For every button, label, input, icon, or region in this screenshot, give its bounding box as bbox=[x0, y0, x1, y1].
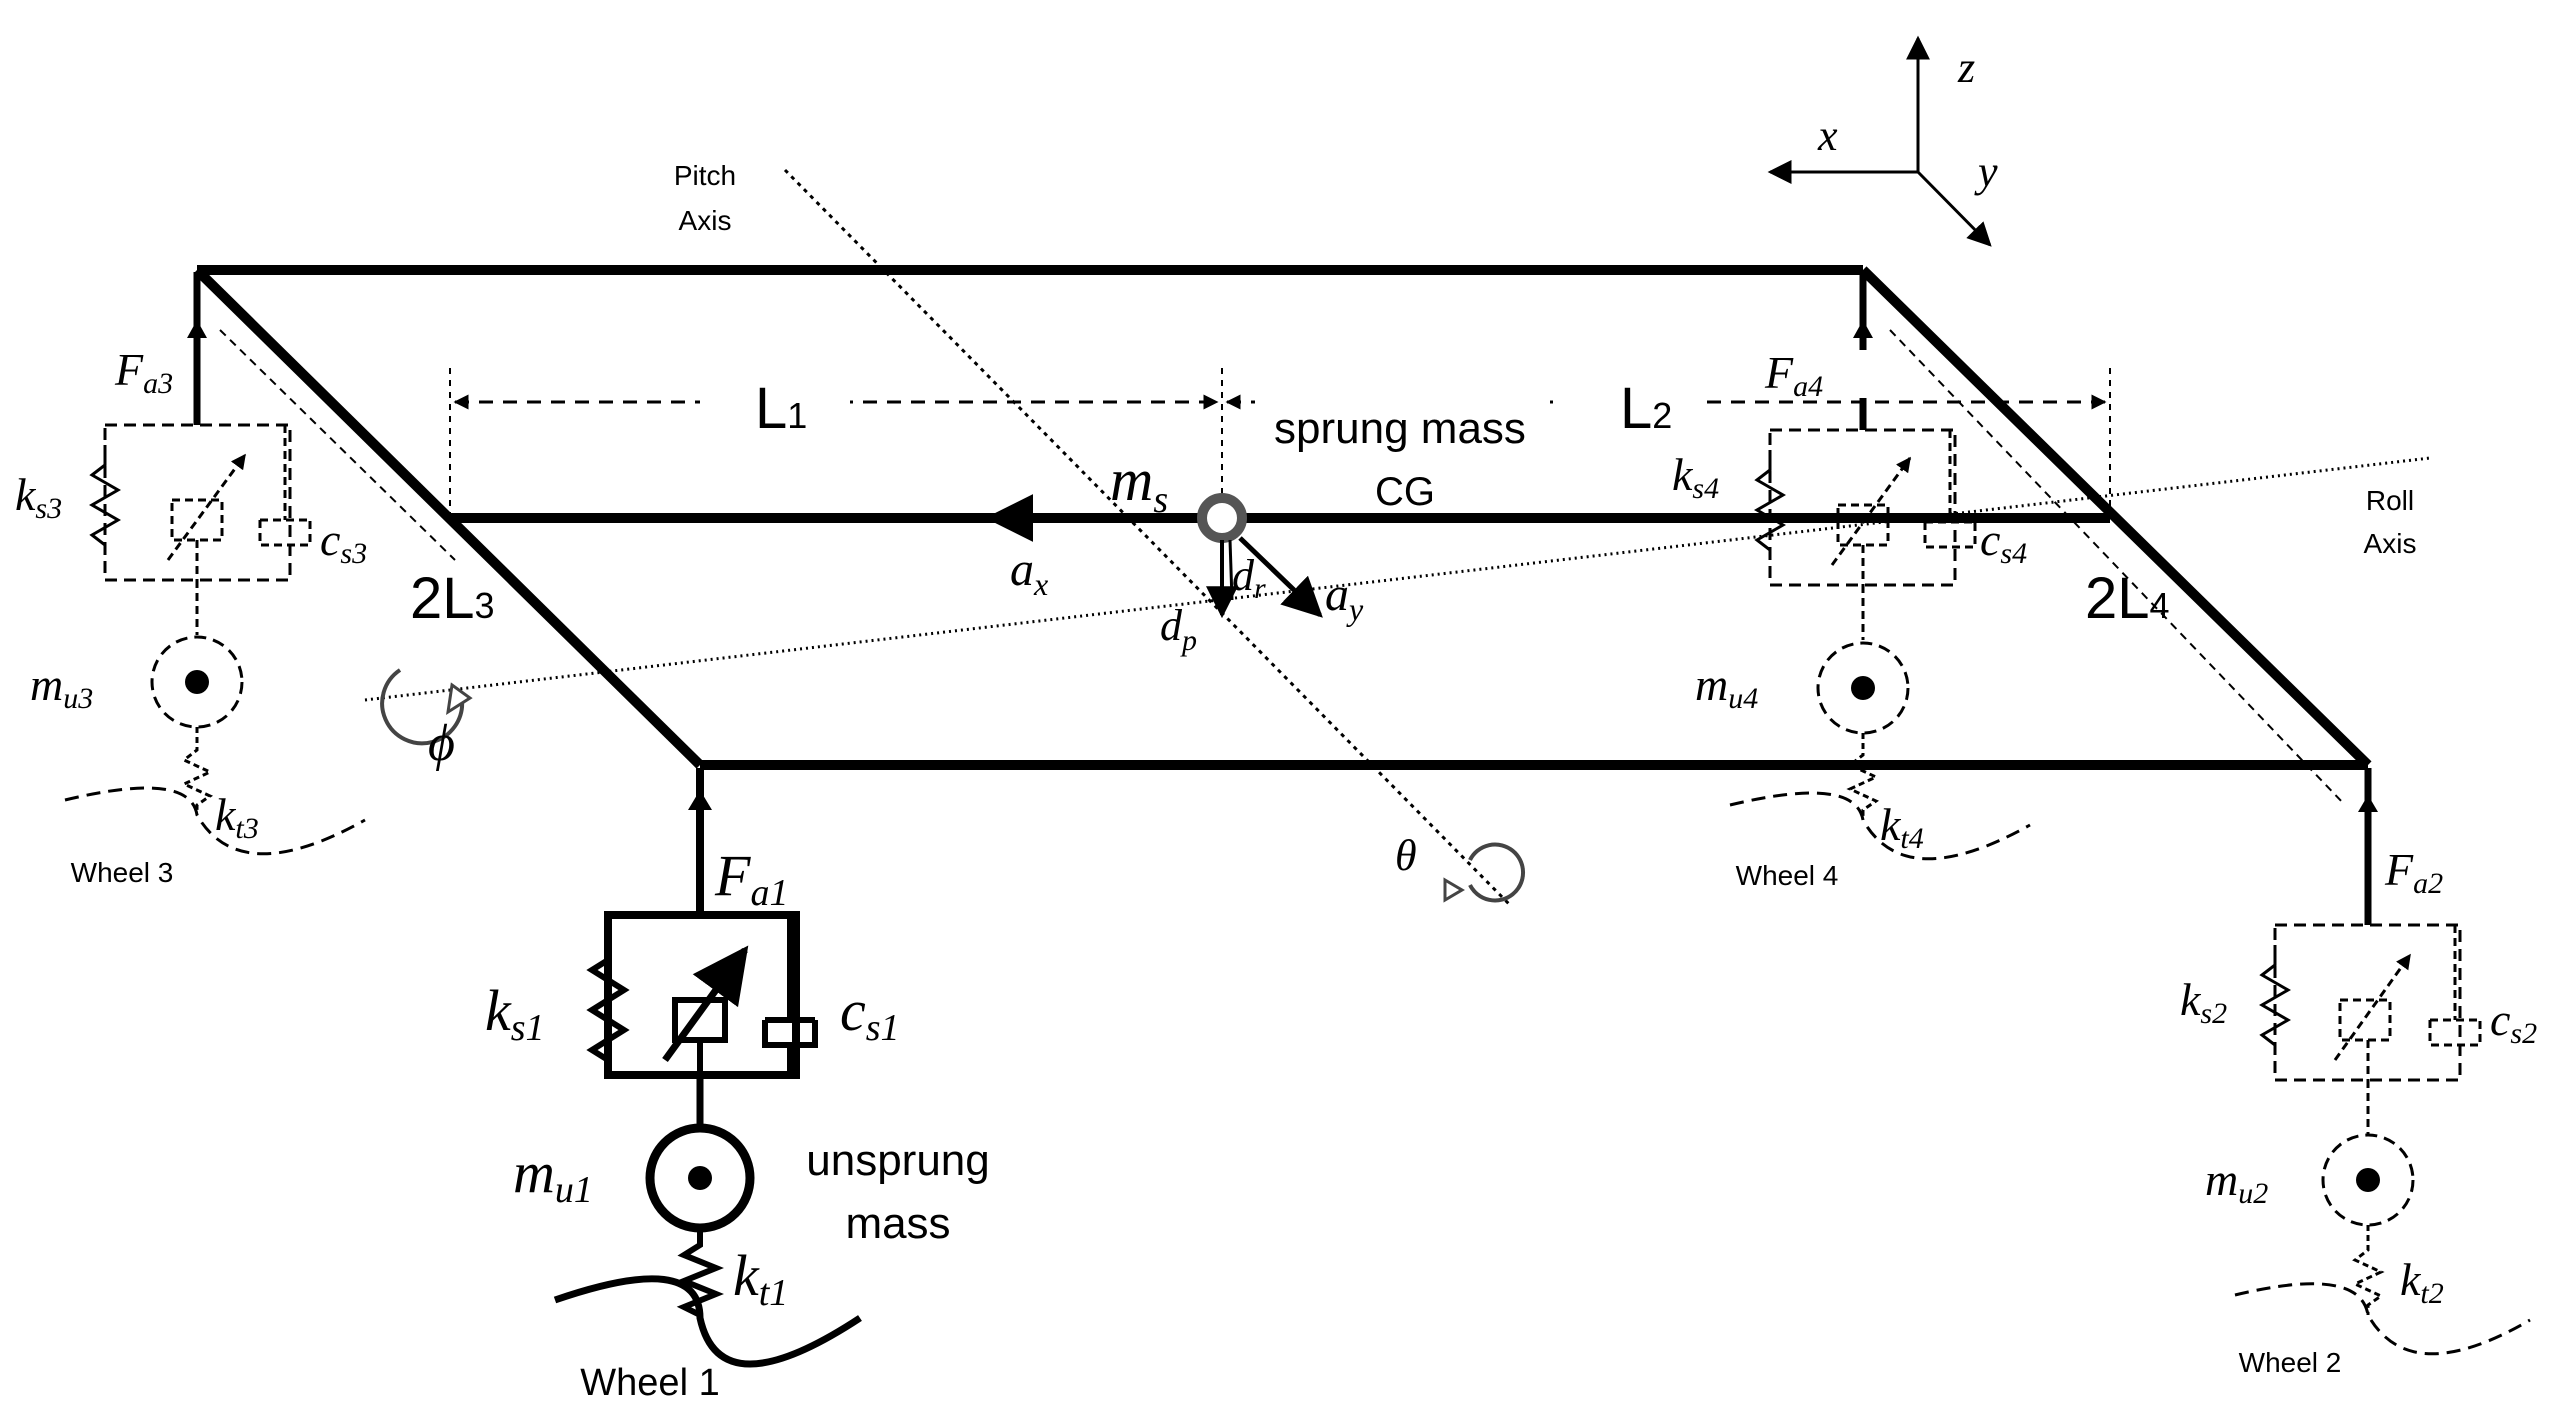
roll-axis-label-2: Axis bbox=[2364, 528, 2417, 559]
force-fa4: Fa4 bbox=[1764, 347, 1823, 403]
mass-mu4: mu4 bbox=[1695, 659, 1758, 715]
frame-left-edge bbox=[193, 266, 704, 769]
triad-y-label: y bbox=[1974, 147, 1998, 196]
mass-mu1: mu1 bbox=[513, 1140, 593, 1211]
frame-right-edge bbox=[1859, 266, 2372, 769]
dimension-l2: L2 bbox=[1620, 376, 1672, 441]
roll-angle-label: ϕ bbox=[428, 715, 455, 772]
triad-x-label: x bbox=[1817, 111, 1838, 160]
dp-label: dp bbox=[1160, 601, 1197, 657]
spring-ks2: ks2 bbox=[2180, 974, 2227, 1030]
roll-axis-line bbox=[364, 456, 2431, 702]
tire-kt2: kt2 bbox=[2400, 1254, 2444, 1310]
dr-label: dr bbox=[1232, 551, 1266, 605]
pitch-axis-label-1: Pitch bbox=[674, 160, 736, 191]
sprung-mass-label: sprung mass bbox=[1274, 404, 1526, 453]
ay-label: ay bbox=[1325, 568, 1364, 627]
corner-wheel-2 bbox=[2234, 768, 2531, 1356]
force-fa3: Fa3 bbox=[114, 344, 173, 400]
damper-cs1: cs1 bbox=[840, 978, 900, 1049]
wheel-3-label: Wheel 3 bbox=[71, 857, 174, 888]
damper-cs3: cs3 bbox=[320, 514, 367, 570]
spring-ks4: ks4 bbox=[1672, 449, 1719, 505]
wheel-4-label: Wheel 4 bbox=[1736, 860, 1839, 891]
sprung-mass-cg-marker bbox=[1197, 493, 1247, 543]
mass-mu3: mu3 bbox=[30, 659, 93, 715]
sprung-mass-symbol: ms bbox=[1110, 447, 1168, 521]
coordinate-triad bbox=[1767, 35, 1992, 247]
roll-rotation-arrow bbox=[380, 668, 465, 746]
ax-label: ax bbox=[1010, 543, 1048, 602]
dr-arrow bbox=[1228, 539, 1234, 601]
corner-wheel-4 bbox=[1729, 272, 2031, 861]
spring-ks1: ks1 bbox=[485, 978, 545, 1049]
tire-kt4: kt4 bbox=[1880, 799, 1924, 855]
tire-kt3: kt3 bbox=[215, 789, 259, 845]
corner-wheel-1 bbox=[553, 768, 862, 1368]
force-fa1: Fa1 bbox=[714, 843, 788, 914]
tire-kt1: kt1 bbox=[733, 1243, 788, 1314]
pitch-angle-label: θ bbox=[1395, 831, 1417, 880]
wheel-2-label: Wheel 2 bbox=[2239, 1347, 2342, 1378]
unsprung-mass-label-2: mass bbox=[845, 1199, 950, 1248]
mass-mu2: mu2 bbox=[2205, 1154, 2268, 1210]
force-fa2: Fa2 bbox=[2384, 844, 2443, 900]
pitch-axis-label-2: Axis bbox=[679, 205, 732, 236]
dimension-2l4: 2L4 bbox=[2085, 566, 2170, 631]
pitch-rotation-arrow bbox=[1468, 842, 1525, 903]
spring-ks3: ks3 bbox=[15, 469, 62, 525]
damper-cs2: cs2 bbox=[2490, 994, 2537, 1050]
wheel-1-label: Wheel 1 bbox=[580, 1362, 719, 1404]
triad-z-label: z bbox=[1957, 43, 1975, 92]
corner-wheel-3 bbox=[64, 272, 366, 856]
unsprung-mass-label-1: unsprung bbox=[806, 1136, 989, 1185]
ay-arrow bbox=[1238, 536, 1323, 618]
cg-label: CG bbox=[1375, 470, 1435, 514]
dimension-2l3: 2L3 bbox=[410, 566, 495, 631]
pitch-axis-line bbox=[783, 168, 1512, 907]
damper-cs4: cs4 bbox=[1980, 514, 2027, 570]
dimension-l1: L1 bbox=[755, 376, 807, 441]
chassis-frame bbox=[193, 265, 2372, 770]
roll-axis-label-1: Roll bbox=[2366, 485, 2414, 516]
